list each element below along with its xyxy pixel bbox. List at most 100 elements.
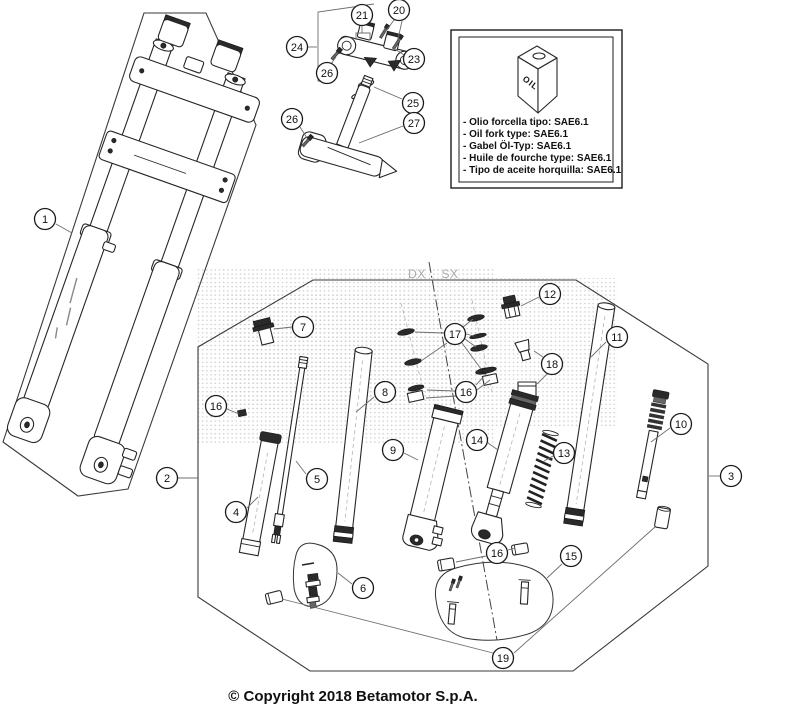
callout-21: 21 [350, 3, 374, 27]
callout-number: 20 [393, 5, 405, 17]
part-13-spring [525, 429, 559, 509]
info-line-de: - Gabel Öl-Typ: SAE6.1 [463, 139, 572, 152]
bolt-26a [330, 46, 343, 61]
leader-line [475, 372, 488, 386]
leader-line [465, 333, 475, 337]
callout-number: 3 [728, 471, 734, 483]
part-15-fasteners [447, 575, 531, 625]
part-9-slider [402, 404, 464, 551]
callout-circle [465, 428, 489, 452]
callout-number: 7 [300, 322, 306, 334]
dx-label: DX [408, 267, 426, 281]
leader-line [520, 296, 540, 307]
leader-line [462, 318, 474, 328]
callout-circle [491, 646, 515, 670]
oil-can-icon: OIL [517, 45, 558, 114]
callout-number: 19 [497, 653, 509, 665]
leader-line [226, 408, 240, 415]
callout-7: 7 [291, 315, 315, 339]
callout-number: 24 [291, 42, 303, 54]
callout-2: 2 [155, 466, 179, 490]
leader-line [426, 389, 456, 392]
callout-1: 1 [33, 207, 57, 231]
leader-line [355, 396, 375, 413]
leader-line [295, 460, 307, 475]
callout-number: 1 [42, 214, 48, 226]
part-8-fork-tube [332, 346, 373, 544]
callout-circle [719, 464, 743, 488]
leader-line [650, 427, 671, 443]
leader-line [397, 20, 403, 40]
callout-number: 21 [356, 10, 368, 22]
callout-circle [443, 322, 467, 346]
oil-info-box: OIL - Olio forcella tipo: SAE6.1 - Oil f… [450, 29, 623, 189]
leader-line [513, 526, 656, 654]
callout-circle [280, 107, 304, 131]
callout-20: 20 [387, 0, 411, 22]
part-6-valve [301, 562, 321, 609]
callout-number: 16 [210, 401, 222, 413]
callout-circle [538, 282, 562, 306]
callout-circle [485, 541, 509, 565]
callout-circle [305, 467, 329, 491]
callout-8: 8 [373, 380, 397, 404]
leader-line [487, 442, 499, 451]
callout-number: 14 [471, 435, 483, 447]
callout-27: 27 [402, 111, 426, 135]
callout-circle [351, 576, 375, 600]
callout-circle [605, 325, 629, 349]
part-10-cartridge [636, 389, 670, 500]
callout-16: 16 [485, 541, 509, 565]
dx-sx-divider-line [428, 261, 498, 641]
leader-line [536, 373, 548, 385]
leader-line [590, 341, 607, 358]
callout-6: 6 [351, 576, 375, 600]
callout-26: 26 [315, 61, 339, 85]
leader-line [546, 563, 563, 579]
callout-4: 4 [224, 500, 248, 524]
callout-circle [33, 207, 57, 231]
leader-line [507, 547, 516, 551]
info-line-en: - Oil fork type: SAE6.1 [463, 129, 568, 140]
bolt-26b [301, 133, 314, 148]
leader-line [55, 223, 73, 234]
callout-circle [315, 61, 339, 85]
callout-11: 11 [605, 325, 629, 349]
leader-line [330, 56, 337, 65]
callout-15: 15 [559, 544, 583, 568]
callout-circle [669, 412, 693, 436]
leader-line [461, 342, 482, 370]
callout-circle [559, 544, 583, 568]
callout-16: 16 [204, 394, 228, 418]
callout-number: 25 [407, 98, 419, 110]
part-16-nut [237, 408, 247, 418]
part-16-seals [406, 366, 499, 403]
leader-line [420, 342, 448, 362]
leader-line [414, 331, 445, 334]
callout-circle [402, 47, 426, 71]
exploded-parts [237, 294, 672, 625]
leader-line [385, 19, 395, 32]
callout-circle [291, 315, 315, 339]
callout-number: 27 [408, 118, 420, 130]
copyright-text: © Copyright 2018 Betamotor S.p.A. [228, 688, 477, 705]
leader-line [455, 555, 487, 563]
callout-number: 11 [611, 332, 622, 344]
callout-26: 26 [280, 107, 304, 131]
part-19-spacer-right [654, 505, 672, 530]
callout-circle [224, 500, 248, 524]
leader-lines-layer [55, 19, 720, 654]
group-blob-15 [434, 561, 554, 641]
callout-circle [454, 380, 478, 404]
fork-assembly-drawing [6, 14, 260, 485]
callout-circle [204, 394, 228, 418]
leader-line [273, 326, 293, 330]
bracket-21 [355, 32, 371, 40]
leader-line [337, 572, 353, 585]
part-16-bushing-right [511, 542, 529, 556]
callout-24: 24 [285, 35, 309, 59]
leader-line [299, 126, 308, 139]
callout-number: 16 [460, 387, 472, 399]
